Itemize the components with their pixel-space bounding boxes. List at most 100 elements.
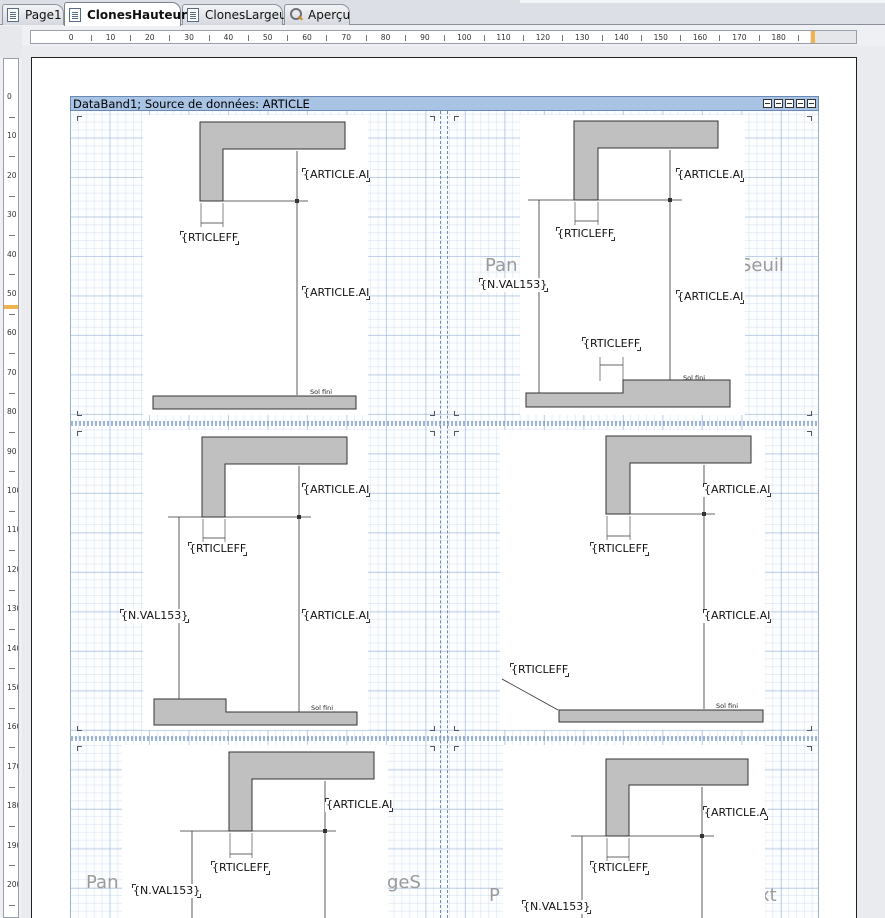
ruler-label: 160 xyxy=(7,722,18,732)
field-n-val[interactable]: {N.VAL153} xyxy=(479,278,549,292)
field-articleff[interactable]: {RTICLEFF xyxy=(211,861,271,875)
section-drawing xyxy=(153,436,358,726)
field-article-a[interactable]: {ARTICLE.AI xyxy=(302,483,371,497)
cell-corner-mark xyxy=(430,116,435,121)
ruler-label: 190 xyxy=(7,840,18,850)
ruler-tick xyxy=(247,35,249,41)
ruler-label: 90 xyxy=(420,33,430,42)
row-separator[interactable] xyxy=(71,736,818,741)
cell-corner-mark xyxy=(77,431,82,436)
drawing-image[interactable] xyxy=(143,115,368,415)
ruler-label: 10 xyxy=(105,33,116,42)
cell-corner-mark xyxy=(807,726,812,731)
field-article-a[interactable]: {ARTICLE.AI xyxy=(703,609,772,623)
field-articleff[interactable]: {RTICLEFF xyxy=(590,542,650,556)
field-article-a[interactable]: {ARTICLE.AI xyxy=(703,483,772,497)
ruler-tick xyxy=(208,35,210,41)
section-drawing xyxy=(501,435,764,723)
preview-icon xyxy=(289,8,303,22)
tab-cloneshauteur[interactable]: ClonesHauteur xyxy=(64,2,187,26)
field-article-a[interactable]: {ARTICLE.AI xyxy=(302,286,371,300)
ruler-tick xyxy=(9,156,15,158)
cell-corner-mark xyxy=(454,726,459,731)
ruler-label: 120 xyxy=(535,33,551,42)
ruler-label: 150 xyxy=(7,683,18,692)
ruler-tick xyxy=(9,353,15,355)
field-articleff[interactable]: {RTICLEFF xyxy=(556,227,616,241)
field-article-a[interactable]: {ARTICLE.AI xyxy=(325,798,394,812)
ruler-label: 40 xyxy=(223,33,234,42)
tab-cloneslargeur[interactable]: ClonesLargeur xyxy=(182,4,292,25)
ruler-label: 80 xyxy=(7,407,17,417)
ruler-tick xyxy=(601,35,603,41)
ruler-tick xyxy=(9,550,15,552)
field-article-a[interactable]: {ARTICLE.AI xyxy=(676,168,745,182)
ruler-tick xyxy=(444,35,446,41)
column-divider xyxy=(440,111,441,918)
column-divider xyxy=(447,111,448,918)
ruler-label: 200 xyxy=(7,880,18,889)
drawing-image[interactable] xyxy=(520,115,745,415)
field-articleff[interactable]: {RTICLEFF xyxy=(510,663,570,677)
field-n-val[interactable]: {N.VAL153} xyxy=(522,900,592,914)
field-article-a[interactable]: {ARTICLE.A xyxy=(703,806,769,820)
ruler-label: 20 xyxy=(145,33,155,42)
ruler-label: 70 xyxy=(341,33,352,42)
ruler-label: 80 xyxy=(380,33,391,42)
columns-icon[interactable] xyxy=(774,99,783,108)
ruler-position-marker xyxy=(4,305,18,309)
tab-label: ClonesLargeur xyxy=(205,8,292,22)
section-drawing xyxy=(152,121,357,410)
ruler-tick xyxy=(9,116,15,118)
ruler-tick xyxy=(9,274,15,276)
ghost-text: P xyxy=(489,885,500,906)
tab-page1[interactable]: Page1 xyxy=(2,4,64,25)
field-articleff[interactable]: {RTICLEFF xyxy=(188,542,248,556)
cell-corner-mark xyxy=(454,116,459,121)
drawing-image[interactable] xyxy=(500,430,765,730)
ruler-label: 0 xyxy=(7,92,12,101)
field-article-a[interactable]: {ARTICLE.AI xyxy=(676,290,745,304)
field-articleff[interactable]: {RTICLEFF xyxy=(582,337,642,351)
ruler-label: 110 xyxy=(496,33,511,42)
field-articleff[interactable]: {RTICLEFF xyxy=(590,861,650,875)
ruler-tick xyxy=(365,35,367,41)
drawing-image[interactable] xyxy=(143,430,368,730)
ghost-text: Pan xyxy=(485,255,518,276)
cell-corner-mark xyxy=(430,746,435,751)
row-separator[interactable] xyxy=(71,421,818,426)
tab-apercu[interactable]: Aperçu xyxy=(284,4,350,25)
field-article-a[interactable]: {ARTICLE.AI xyxy=(302,168,371,182)
sol-fini-label: Sol fini xyxy=(683,374,705,382)
field-n-val[interactable]: {N.VAL153} xyxy=(132,884,202,898)
ruler-label: 90 xyxy=(7,446,17,456)
field-n-val[interactable]: {N.VAL153} xyxy=(120,609,190,623)
ruler-tick xyxy=(680,35,682,41)
ruler-tick xyxy=(9,313,15,315)
ruler-label: 180 xyxy=(771,33,786,42)
ruler-label: 50 xyxy=(262,33,273,42)
ruler-label: 150 xyxy=(653,33,668,42)
ghost-text: geS xyxy=(387,872,421,893)
ruler-tick xyxy=(9,431,15,433)
drawing-image[interactable] xyxy=(503,745,765,918)
databand-header[interactable]: DataBand1; Source de données: ARTICLE xyxy=(70,96,819,111)
ruler-tick xyxy=(9,234,15,236)
options-icon[interactable] xyxy=(807,99,816,108)
cell-corner-mark xyxy=(77,726,82,731)
filter-icon[interactable] xyxy=(785,99,794,108)
ruler-tick xyxy=(9,747,15,749)
field-articleff[interactable]: {RTICLEFF xyxy=(180,231,240,245)
dropdown-icon[interactable] xyxy=(796,99,805,108)
field-article-a[interactable]: {ARTICLE.AI xyxy=(302,609,371,623)
collapse-icon[interactable] xyxy=(763,99,772,108)
cell-corner-mark xyxy=(807,746,812,751)
cell-corner-mark xyxy=(430,411,435,416)
cell-corner-mark xyxy=(807,431,812,436)
ruler-label: 120 xyxy=(7,564,18,574)
ruler-label: 70 xyxy=(7,367,17,377)
vertical-ruler[interactable]: 0102030405060708090100110120130140150160… xyxy=(3,58,19,918)
ruler-tick xyxy=(640,35,642,41)
